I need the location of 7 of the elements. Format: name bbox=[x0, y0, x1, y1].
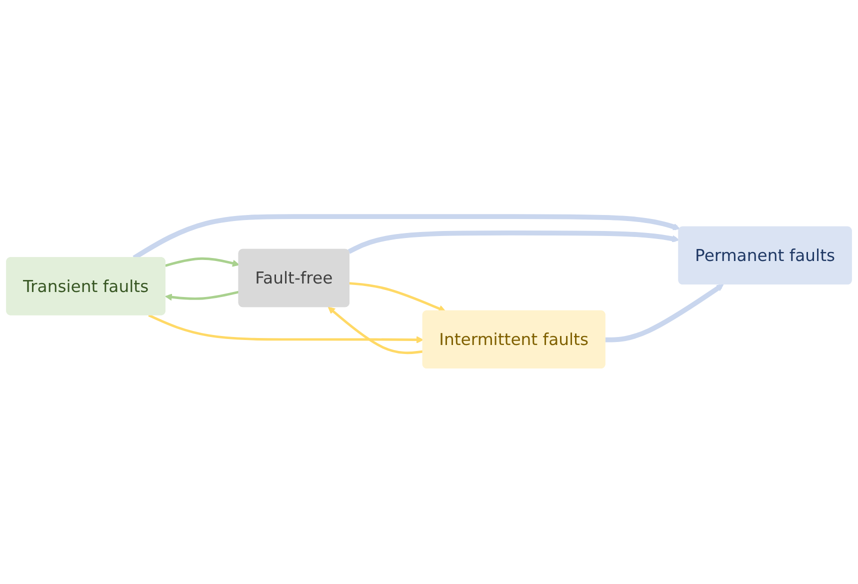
arrow bbox=[165, 257, 240, 266]
arrow bbox=[605, 284, 724, 342]
arrow bbox=[348, 230, 680, 254]
arrow bbox=[165, 290, 240, 300]
arrow bbox=[328, 306, 424, 354]
arrow bbox=[148, 314, 424, 344]
arrow bbox=[349, 282, 446, 312]
